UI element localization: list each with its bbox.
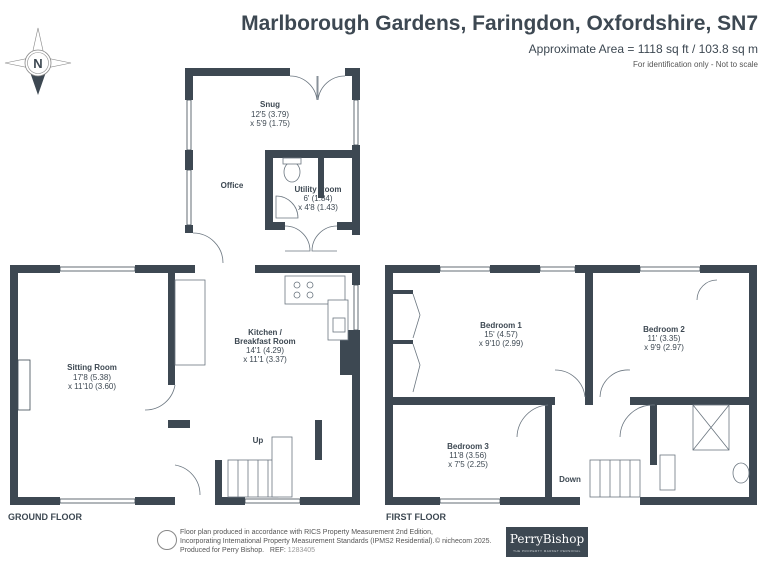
room-kitchen: Kitchen / Breakfast Room 14'1 (4.29) x 1… <box>234 328 295 364</box>
info-icon <box>157 530 177 550</box>
room-dim: 15' (4.57) <box>484 330 518 339</box>
room-name: Breakfast Room <box>234 337 295 346</box>
logo-tagline: THE PROPERTY MARKET PERSONAL <box>513 549 581 553</box>
perry-bishop-logo: PerryBishop THE PROPERTY MARKET PERSONAL <box>506 527 588 557</box>
first-floor-label: FIRST FLOOR <box>386 512 446 522</box>
scale-note: For identification only - Not to scale <box>633 60 758 69</box>
room-bedroom-2: Bedroom 2 11' (3.35) x 9'9 (2.97) <box>643 325 685 352</box>
room-name: Bedroom 2 <box>643 325 685 334</box>
room-dim: 11'8 (3.56) <box>449 451 487 460</box>
room-name: Snug <box>260 100 280 109</box>
ref-label: REF: <box>269 547 286 554</box>
first-floor-stairs <box>589 459 641 498</box>
stairs-up-label: Up <box>253 436 264 445</box>
room-dim: 6' (1.84) <box>303 194 332 203</box>
footer-line: Incorporating International Property Mea… <box>180 538 435 545</box>
page-title: Marlborough Gardens, Faringdon, Oxfordsh… <box>241 12 758 35</box>
compass-icon: N <box>4 27 72 95</box>
ref-number: 1283405 <box>287 547 316 554</box>
room-dim: 11' (3.35) <box>648 334 681 343</box>
room-dim: x 7'5 (2.25) <box>448 460 488 469</box>
ground-floor-walls <box>10 68 360 505</box>
room-dim: 17'8 (5.38) <box>73 373 111 382</box>
room-bedroom-3: Bedroom 3 11'8 (3.56) x 7'5 (2.25) <box>447 442 489 469</box>
room-sitting-room: Sitting Room 17'8 (5.38) x 11'10 (3.60) <box>67 363 117 391</box>
room-dim: x 11'10 (3.60) <box>68 382 116 391</box>
first-floor-fixtures <box>412 279 750 498</box>
room-dim: x 9'10 (2.99) <box>479 339 524 348</box>
footer-line: Produced for Perry Bishop. <box>180 547 265 554</box>
room-name: Kitchen / <box>248 328 283 337</box>
ground-floor-fixtures <box>144 75 349 498</box>
room-name: Bedroom 3 <box>447 442 489 451</box>
room-office: Office <box>221 181 244 190</box>
ground-floor-label: GROUND FLOOR <box>8 512 82 522</box>
footer-line: Floor plan produced in accordance with R… <box>180 529 433 536</box>
room-dim: 12'5 (3.79) <box>251 110 289 119</box>
copyright: © nichecom 2025. <box>435 538 492 545</box>
approximate-area: Approximate Area = 1118 sq ft / 103.8 sq… <box>528 42 758 56</box>
logo-text: PerryBishop <box>509 532 585 546</box>
room-name: Utility Room <box>294 185 341 194</box>
room-name: Bedroom 1 <box>480 321 522 330</box>
stairs-down-label: Down <box>559 475 581 484</box>
ground-floor-stairs <box>227 436 293 498</box>
first-floor-walls <box>385 265 757 505</box>
footer-disclaimer: Floor plan produced in accordance with R… <box>180 528 480 555</box>
room-dim: x 4'8 (1.43) <box>298 203 338 212</box>
room-dim: x 5'9 (1.75) <box>250 119 290 128</box>
room-bedroom-1: Bedroom 1 15' (4.57) x 9'10 (2.99) <box>479 321 524 348</box>
compass-north-letter: N <box>33 56 42 71</box>
room-snug: Snug 12'5 (3.79) x 5'9 (1.75) <box>250 100 290 128</box>
room-dim: x 9'9 (2.97) <box>644 343 684 352</box>
room-utility: Utility Room 6' (1.84) x 4'8 (1.43) <box>294 185 341 212</box>
room-name: Sitting Room <box>67 363 117 372</box>
room-dim: 14'1 (4.29) <box>246 346 284 355</box>
room-dim: x 11'1 (3.37) <box>243 355 287 364</box>
